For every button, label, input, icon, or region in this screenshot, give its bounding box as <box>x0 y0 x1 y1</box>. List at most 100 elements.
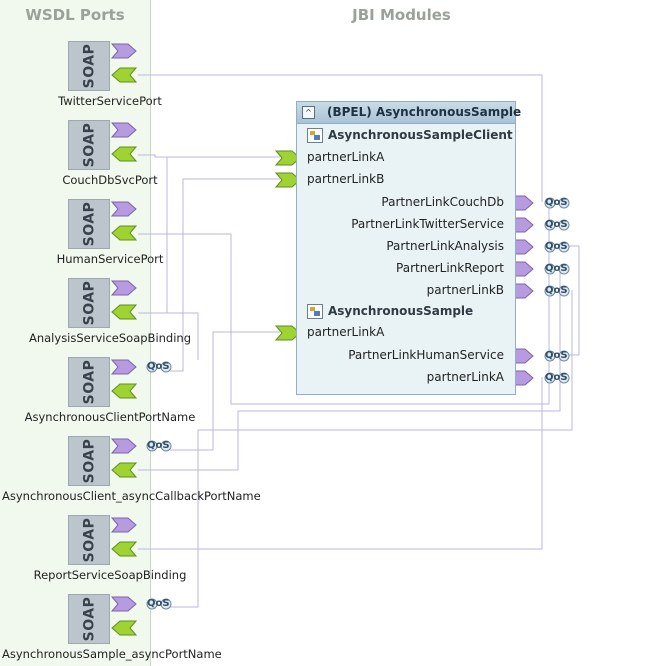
wsdl-ports-header: WSDL Ports <box>25 6 125 24</box>
service-unit-icon <box>307 128 323 143</box>
soap-label-text: SOAP <box>81 438 97 484</box>
qos-label[interactable]: QoS <box>545 241 568 252</box>
soap-port-box[interactable]: SOAP <box>68 120 110 170</box>
qos-label[interactable]: QoS <box>545 219 568 230</box>
service-unit-title: AsynchronousSampleClient <box>328 128 513 142</box>
port-name: AsynchronousClient_asyncCallbackPortName <box>2 489 261 503</box>
qos-ring-icon <box>558 350 570 362</box>
qos-ring-icon <box>558 263 570 275</box>
soap-label-text: SOAP <box>81 201 97 247</box>
service-unit-icon <box>307 304 323 319</box>
consumer-arrow-icon <box>111 462 138 478</box>
consumer-arrow-icon <box>111 620 138 636</box>
qos-label[interactable]: QoS <box>147 361 170 372</box>
provider-arrow-icon <box>110 43 137 59</box>
qos-ring-icon <box>558 219 570 231</box>
provider-endpoint-label[interactable]: PartnerLinkHumanService <box>348 348 504 362</box>
bpel-module-title: (BPEL) AsynchronousSample <box>327 105 522 119</box>
consumer-endpoint-label[interactable]: partnerLinkA <box>307 150 385 164</box>
qos-badge <box>544 219 570 231</box>
provider-endpoint-label[interactable]: PartnerLinkReport <box>396 261 504 275</box>
consumer-arrow-icon <box>111 67 138 83</box>
soap-port-box[interactable]: SOAP <box>68 41 110 91</box>
qos-label[interactable]: QoS <box>147 598 170 609</box>
qos-ring-icon <box>558 241 570 253</box>
provider-arrow-icon <box>110 517 137 533</box>
qos-badge <box>544 263 570 275</box>
consumer-endpoint-label[interactable]: partnerLinkA <box>307 325 385 339</box>
qos-ring-icon <box>160 598 172 610</box>
soap-port-box[interactable]: SOAP <box>68 436 110 486</box>
soap-label: SOAP <box>71 42 107 90</box>
qos-ring-icon <box>558 285 570 297</box>
qos-label[interactable]: QoS <box>545 285 568 296</box>
qos-ring-icon <box>146 361 158 373</box>
port-name: TwitterServicePort <box>58 94 162 108</box>
consumer-arrow-icon <box>111 383 138 399</box>
connection-line <box>138 268 561 471</box>
port-name: AsynchronousSample_asyncPortName <box>2 647 222 661</box>
qos-badge <box>544 285 570 297</box>
qos-label[interactable]: QoS <box>545 350 568 361</box>
consumer-endpoint-arrow-icon <box>274 172 301 188</box>
provider-endpoint-label[interactable]: PartnerLinkAnalysis <box>386 239 504 253</box>
port-name: ReportServiceSoapBinding <box>33 568 187 582</box>
connection-line <box>170 178 280 372</box>
soap-label: SOAP <box>71 121 107 169</box>
qos-badge <box>544 372 570 384</box>
connection-lines <box>138 74 580 608</box>
qos-ring-icon <box>558 197 570 209</box>
provider-arrow-icon <box>110 122 137 138</box>
consumer-endpoint-label[interactable]: partnerLinkB <box>307 172 385 186</box>
connection-line <box>170 290 573 608</box>
qos-label[interactable]: QoS <box>545 263 568 274</box>
soap-port-box[interactable]: SOAP <box>68 199 110 249</box>
qos-ring-icon <box>544 219 556 231</box>
qos-label[interactable]: QoS <box>147 440 170 451</box>
soap-port-box[interactable]: SOAP <box>68 357 110 407</box>
soap-label-text: SOAP <box>81 122 97 168</box>
connection-line <box>138 312 199 360</box>
soap-port-box[interactable]: SOAP <box>68 594 110 644</box>
provider-arrow-icon <box>110 596 137 612</box>
connection-line <box>138 377 543 550</box>
qos-ring-icon <box>544 372 556 384</box>
consumer-endpoint-arrow-icon <box>274 325 301 341</box>
provider-endpoint-label[interactable]: partnerLinkB <box>426 283 504 297</box>
qos-badge <box>146 361 172 373</box>
service-unit-title: AsynchronousSample <box>328 304 474 318</box>
soap-label: SOAP <box>71 358 107 406</box>
soap-label-text: SOAP <box>81 280 97 326</box>
collapse-icon[interactable]: ^ <box>302 106 315 119</box>
provider-arrow-icon <box>110 280 137 296</box>
qos-ring-icon <box>146 440 158 452</box>
soap-label: SOAP <box>71 200 107 248</box>
consumer-endpoint-arrow-icon <box>274 150 301 166</box>
qos-badge <box>146 440 172 452</box>
qos-label[interactable]: QoS <box>545 372 568 383</box>
jbi-modules-header: JBI Modules <box>352 6 451 24</box>
port-name: HumanServicePort <box>56 252 164 266</box>
soap-port-box[interactable]: SOAP <box>68 515 110 565</box>
provider-endpoint-label[interactable]: partnerLinkA <box>426 370 504 384</box>
qos-ring-icon <box>544 350 556 362</box>
consumer-arrow-icon <box>111 146 138 162</box>
qos-ring-icon <box>544 285 556 297</box>
provider-arrow-icon <box>110 201 137 217</box>
soap-label: SOAP <box>71 279 107 327</box>
qos-label[interactable]: QoS <box>545 197 568 208</box>
provider-arrow-icon <box>110 438 137 454</box>
soap-label-text: SOAP <box>81 517 97 563</box>
qos-badge <box>146 598 172 610</box>
qos-badge <box>544 241 570 253</box>
provider-endpoint-label[interactable]: PartnerLinkCouchDb <box>381 195 504 209</box>
provider-endpoint-label[interactable]: PartnerLinkTwitterService <box>351 217 504 231</box>
qos-badge <box>544 197 570 209</box>
soap-label-text: SOAP <box>81 359 97 405</box>
soap-label-text: SOAP <box>81 43 97 89</box>
bpel-module[interactable]: ^ (BPEL) AsynchronousSample <box>296 101 521 395</box>
qos-ring-icon <box>544 263 556 275</box>
port-name: AnalysisServiceSoapBinding <box>28 331 192 345</box>
soap-port-box[interactable]: SOAP <box>68 278 110 328</box>
